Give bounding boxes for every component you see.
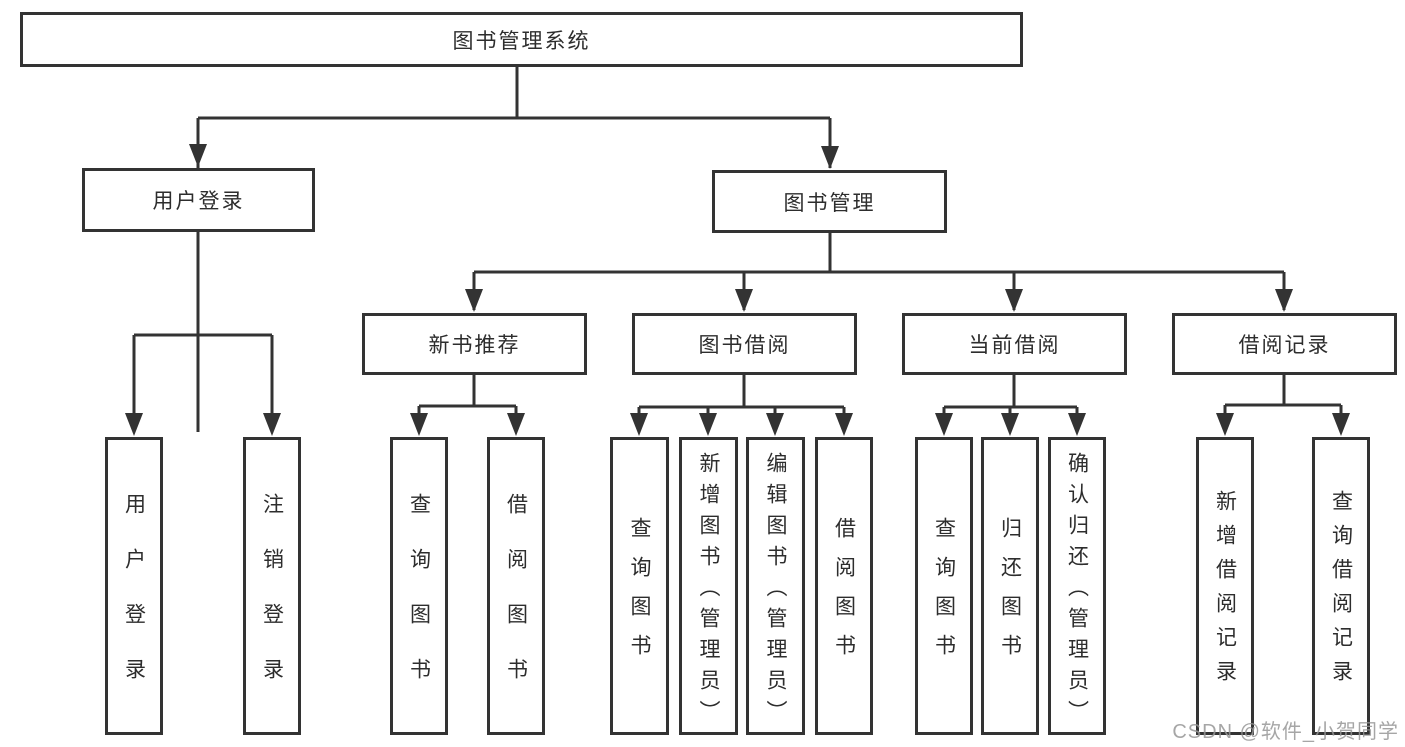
leaf-borrow-book-2-label: 借阅图书	[832, 517, 856, 673]
arrow-down-icon	[1332, 413, 1350, 436]
node-borrow-record-label: 借阅记录	[1238, 334, 1331, 357]
node-current-borrow-label: 当前借阅	[968, 334, 1061, 357]
leaf-query-borrow-record: 查询借阅记录	[1312, 437, 1370, 735]
node-root: 图书管理系统	[20, 12, 1023, 67]
node-new-book-recommend-label: 新书推荐	[428, 334, 521, 357]
node-user-login-label: 用户登录	[152, 190, 245, 213]
node-borrow-record: 借阅记录	[1172, 313, 1397, 375]
arrow-down-icon	[1068, 413, 1086, 436]
leaf-query-book-1: 查询图书	[390, 437, 448, 735]
leaf-query-borrow-record-label: 查询借阅记录	[1329, 490, 1353, 694]
node-book-borrow: 图书借阅	[632, 313, 857, 375]
arrow-down-icon	[189, 144, 207, 167]
arrow-down-icon	[465, 289, 483, 312]
leaf-add-book-admin: 新增图书（管理员）	[679, 437, 738, 735]
leaf-edit-book-admin: 编辑图书（管理员）	[746, 437, 805, 735]
arrow-down-icon	[699, 413, 717, 436]
leaf-add-borrow-record: 新增借阅记录	[1196, 437, 1254, 735]
node-user-login: 用户登录	[82, 168, 315, 232]
leaf-borrow-book-1: 借阅图书	[487, 437, 545, 735]
arrowheads	[125, 144, 1350, 436]
node-book-management-label: 图书管理	[783, 191, 876, 215]
arrow-down-icon	[410, 413, 428, 436]
node-new-book-recommend: 新书推荐	[362, 313, 587, 375]
arrow-down-icon	[935, 413, 953, 436]
arrow-down-icon	[835, 413, 853, 436]
arrow-down-icon	[1005, 289, 1023, 312]
leaf-user-login-label: 用户登录	[122, 493, 146, 713]
leaf-confirm-return-admin-label: 确认归还（管理员）	[1065, 451, 1089, 731]
leaf-logout-label: 注销登录	[260, 493, 284, 713]
leaf-return-book: 归还图书	[981, 437, 1039, 735]
tree-edges	[132, 67, 1343, 432]
leaf-add-borrow-record-label: 新增借阅记录	[1213, 490, 1237, 694]
leaf-add-book-admin-label: 新增图书（管理员）	[697, 451, 720, 731]
node-book-management: 图书管理	[712, 170, 947, 233]
node-current-borrow: 当前借阅	[902, 313, 1127, 375]
leaf-confirm-return-admin: 确认归还（管理员）	[1048, 437, 1106, 735]
leaf-return-book-label: 归还图书	[998, 517, 1022, 673]
csdn-watermark: CSDN @软件_小贺同学	[1172, 721, 1399, 743]
arrow-down-icon	[735, 289, 753, 312]
arrow-down-icon	[263, 413, 281, 436]
leaf-borrow-book-1-label: 借阅图书	[504, 493, 528, 713]
arrow-down-icon	[125, 413, 143, 436]
leaf-user-login: 用户登录	[105, 437, 163, 735]
leaf-query-book-1-label: 查询图书	[407, 493, 431, 713]
leaf-query-book-2: 查询图书	[610, 437, 669, 735]
node-root-label: 图书管理系统	[452, 29, 591, 53]
arrow-down-icon	[630, 413, 648, 436]
leaf-borrow-book-2: 借阅图书	[815, 437, 873, 735]
arrow-down-icon	[821, 146, 839, 169]
leaf-query-book-3: 查询图书	[915, 437, 973, 735]
leaf-query-book-3-label: 查询图书	[932, 517, 956, 673]
arrow-down-icon	[1275, 289, 1293, 312]
leaf-logout: 注销登录	[243, 437, 301, 735]
arrow-down-icon	[1001, 413, 1019, 436]
arrow-down-icon	[1216, 413, 1234, 436]
arrow-down-icon	[766, 413, 784, 436]
arrow-down-icon	[507, 413, 525, 436]
leaf-edit-book-admin-label: 编辑图书（管理员）	[764, 451, 787, 731]
leaf-query-book-2-label: 查询图书	[628, 517, 651, 673]
node-book-borrow-label: 图书借阅	[698, 334, 791, 357]
